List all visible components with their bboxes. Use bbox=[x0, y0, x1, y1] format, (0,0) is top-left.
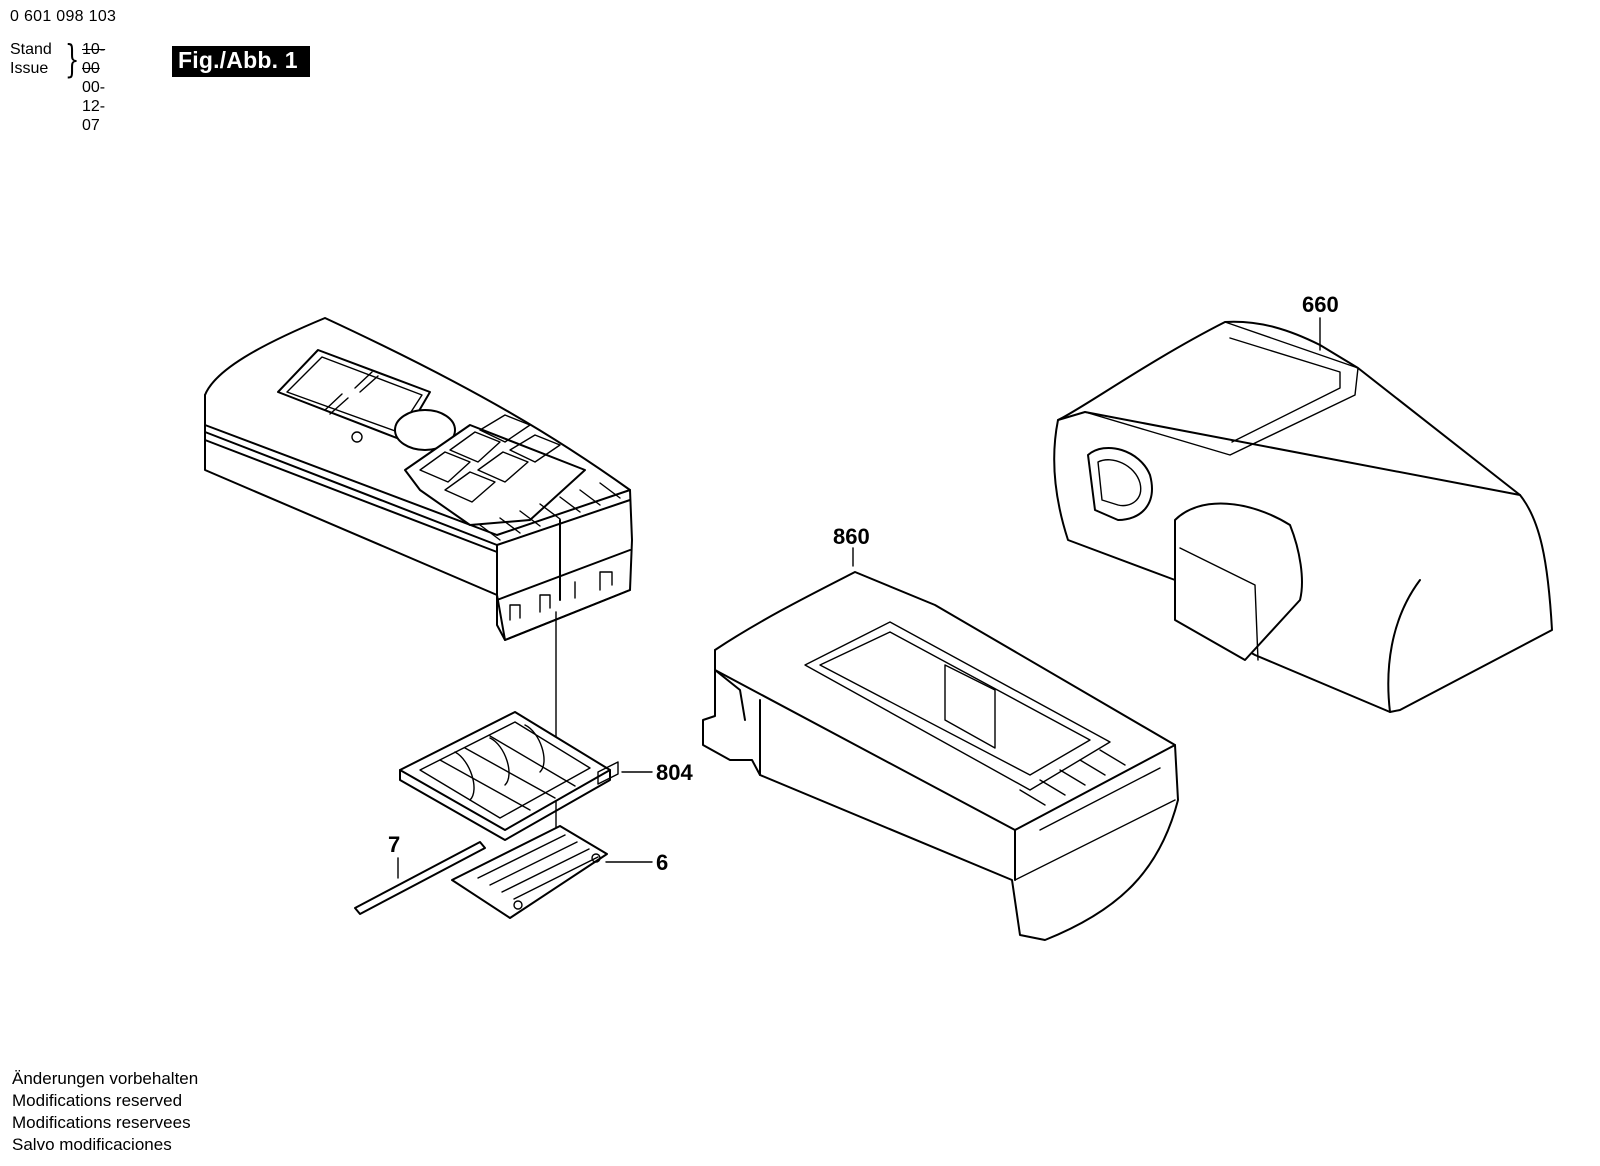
brace-glyph: } bbox=[64, 37, 80, 81]
revision-block: Stand Issue } 10-00 00-12-07 bbox=[10, 40, 105, 134]
issue-value: 00-12-07 bbox=[82, 79, 106, 134]
issue-label: Issue bbox=[10, 60, 49, 77]
carrying-case bbox=[1053, 320, 1553, 713]
document-number: 0 601 098 103 bbox=[10, 8, 117, 25]
part-label-660: 660 bbox=[1302, 292, 1339, 317]
part-label-860: 860 bbox=[833, 524, 870, 549]
part-label-804: 804 bbox=[656, 760, 693, 785]
note-en: Modifications reserved bbox=[12, 1091, 183, 1110]
battery-cover bbox=[451, 825, 608, 919]
modification-notes: Änderungen vorbehalten Modifications res… bbox=[12, 1068, 198, 1156]
stand-label: Stand bbox=[10, 41, 52, 58]
figure-label: Fig./Abb. 1 bbox=[172, 46, 310, 77]
note-de: Änderungen vorbehalten bbox=[12, 1069, 199, 1088]
part-label-7: 7 bbox=[388, 832, 400, 857]
device-body bbox=[204, 317, 633, 641]
note-fr: Modifications reservees bbox=[12, 1113, 191, 1132]
note-es: Salvo modificaciones bbox=[12, 1135, 172, 1154]
holster bbox=[702, 571, 1179, 941]
pin bbox=[354, 841, 486, 915]
battery-holder bbox=[399, 711, 619, 841]
stand-value: 10-00 bbox=[82, 41, 106, 77]
part-label-6: 6 bbox=[656, 850, 668, 875]
